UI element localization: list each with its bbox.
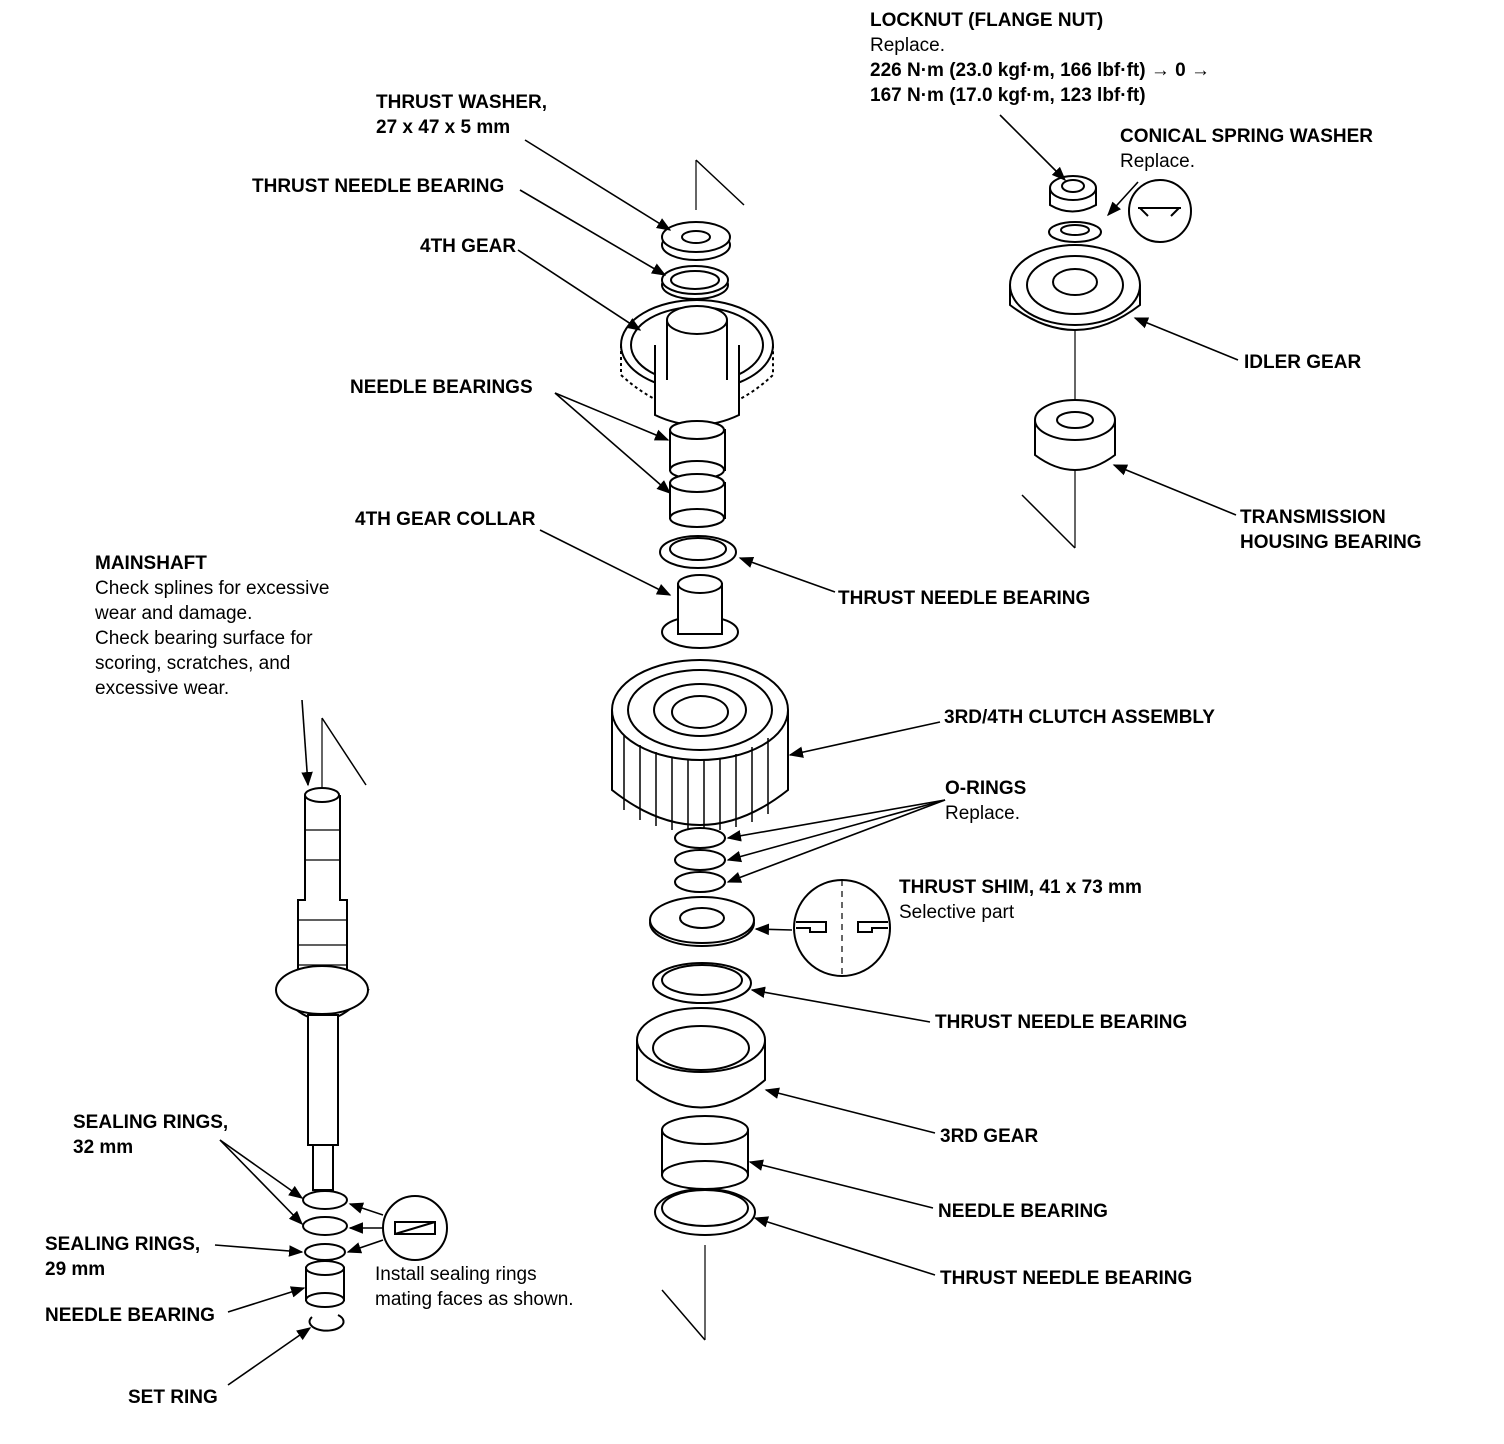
mainshaft-label: MAINSHAFT Check splines for excessive we… bbox=[95, 551, 329, 701]
leader-lines bbox=[214, 114, 1239, 1386]
thrust-washer-label: THRUST WASHER, 27 x 47 x 5 mm bbox=[376, 90, 547, 140]
sealing-ring-detail-circle bbox=[382, 1195, 448, 1261]
sealing-rings-32-name: SEALING RINGS, bbox=[73, 1112, 229, 1133]
thrust-needle-bearing-shim-part bbox=[652, 962, 752, 1004]
needle-bearing-lower-part bbox=[669, 473, 726, 528]
thrust-needle-bearing-top-part bbox=[661, 265, 729, 300]
locknut-name: LOCKNUT (FLANGE NUT) bbox=[870, 10, 1104, 31]
third-gear-label: 3RD GEAR bbox=[940, 1126, 1039, 1147]
fourth-gear-collar-label: 4TH GEAR COLLAR bbox=[355, 509, 536, 530]
thrust-shim-detail-circle bbox=[793, 879, 891, 977]
conical-spring-washer-label: CONICAL SPRING WASHER Replace. bbox=[1120, 124, 1373, 174]
fourth-gear-label: 4TH GEAR bbox=[420, 236, 517, 257]
install-note-line-1: Install sealing rings bbox=[375, 1264, 537, 1285]
mainshaft-axis bbox=[321, 717, 367, 790]
conical-washer-detail-circle bbox=[1128, 179, 1192, 243]
mainshaft-note-4: scoring, scratches, and bbox=[95, 653, 291, 674]
sealing-rings-29-name: SEALING RINGS, bbox=[45, 1234, 201, 1255]
sealing-rings-29-size: 29 mm bbox=[45, 1259, 106, 1280]
clutch-assembly-label: 3RD/4TH CLUTCH ASSEMBLY bbox=[944, 707, 1215, 728]
needle-bearing-third-label: NEEDLE BEARING bbox=[938, 1201, 1108, 1222]
thrust-shim-note: Selective part bbox=[899, 902, 1015, 923]
idler-gear-label: IDLER GEAR bbox=[1244, 352, 1362, 373]
thrust-shim-part bbox=[649, 896, 755, 947]
thrust-needle-bearing-bottom-part bbox=[654, 1188, 756, 1236]
o-rings-name: O-RINGS bbox=[945, 778, 1027, 799]
sealing-rings-32-label: SEALING RINGS, 32 mm bbox=[73, 1110, 228, 1160]
needle-bearing-shaft-label: NEEDLE BEARING bbox=[45, 1305, 215, 1326]
thrust-washer-size: 27 x 47 x 5 mm bbox=[376, 117, 511, 138]
locknut-torque-2: 167 N·m (17.0 kgf·m, 123 lbf·ft) bbox=[870, 85, 1146, 106]
transmission-housing-bearing-line-2: HOUSING BEARING bbox=[1240, 532, 1422, 553]
mainshaft-note-5: excessive wear. bbox=[95, 678, 230, 699]
thrust-washer-name: THRUST WASHER, bbox=[376, 92, 547, 113]
mainshaft-note-3: Check bearing surface for bbox=[95, 628, 313, 649]
install-note-line-2: mating faces as shown. bbox=[375, 1289, 574, 1310]
locknut-torque-1: 226 N·m (23.0 kgf·m, 166 lbf·ft) → 0 → bbox=[870, 60, 1210, 81]
fourth-gear-collar-part bbox=[661, 574, 739, 649]
locknut-part bbox=[1049, 175, 1097, 213]
sealing-rings-32-part bbox=[302, 1190, 348, 1236]
fourth-gear-part bbox=[620, 299, 774, 426]
o-rings-note: Replace. bbox=[945, 803, 1020, 824]
conical-spring-washer-note: Replace. bbox=[1120, 151, 1195, 172]
thrust-needle-bearing-bottom-label: THRUST NEEDLE BEARING bbox=[940, 1268, 1193, 1289]
needle-bearing-third-part bbox=[661, 1115, 749, 1190]
sealing-rings-32-size: 32 mm bbox=[73, 1137, 134, 1158]
center-axis bbox=[661, 159, 745, 1341]
transmission-housing-bearing-part bbox=[1034, 399, 1116, 471]
mainshaft-name: MAINSHAFT bbox=[95, 553, 207, 574]
clutch-assembly-part bbox=[611, 659, 789, 832]
idler-gear-part bbox=[1009, 244, 1141, 331]
third-gear-part bbox=[636, 1007, 766, 1109]
thrust-washer-part bbox=[661, 221, 731, 261]
thrust-needle-bearing-collar-label: THRUST NEEDLE BEARING bbox=[838, 588, 1091, 609]
needle-bearing-upper-part bbox=[669, 420, 726, 480]
thrust-needle-bearing-collar-part bbox=[659, 535, 737, 569]
needle-bearing-shaft-part bbox=[305, 1260, 345, 1308]
sealing-rings-29-label: SEALING RINGS, 29 mm bbox=[45, 1232, 200, 1282]
mainshaft-note-1: Check splines for excessive bbox=[95, 578, 330, 599]
mainshaft-part bbox=[275, 787, 370, 1191]
transmission-housing-bearing-line-1: TRANSMISSION bbox=[1240, 507, 1386, 528]
thrust-needle-bearing-top-label: THRUST NEEDLE BEARING bbox=[252, 176, 505, 197]
thrust-shim-label: THRUST SHIM, 41 x 73 mm Selective part bbox=[899, 875, 1142, 925]
thrust-shim-name: THRUST SHIM, 41 x 73 mm bbox=[899, 877, 1142, 898]
locknut-note: Replace. bbox=[870, 35, 945, 56]
o-rings-label: O-RINGS Replace. bbox=[945, 776, 1026, 826]
conical-spring-washer-name: CONICAL SPRING WASHER bbox=[1120, 126, 1374, 147]
o-rings-part bbox=[674, 827, 726, 893]
needle-bearings-label: NEEDLE BEARINGS bbox=[350, 377, 533, 398]
thrust-needle-bearing-shim-label: THRUST NEEDLE BEARING bbox=[935, 1012, 1188, 1033]
install-note-label: Install sealing rings mating faces as sh… bbox=[375, 1262, 574, 1312]
mainshaft-note-2: wear and damage. bbox=[95, 603, 253, 624]
sealing-rings-29-part bbox=[304, 1243, 346, 1261]
set-ring-part bbox=[308, 1314, 345, 1332]
locknut-label: LOCKNUT (FLANGE NUT) Replace. 226 N·m (2… bbox=[870, 8, 1210, 108]
conical-spring-washer-part bbox=[1048, 221, 1102, 243]
transmission-housing-bearing-label: TRANSMISSION HOUSING BEARING bbox=[1240, 505, 1422, 555]
set-ring-label: SET RING bbox=[128, 1387, 218, 1408]
